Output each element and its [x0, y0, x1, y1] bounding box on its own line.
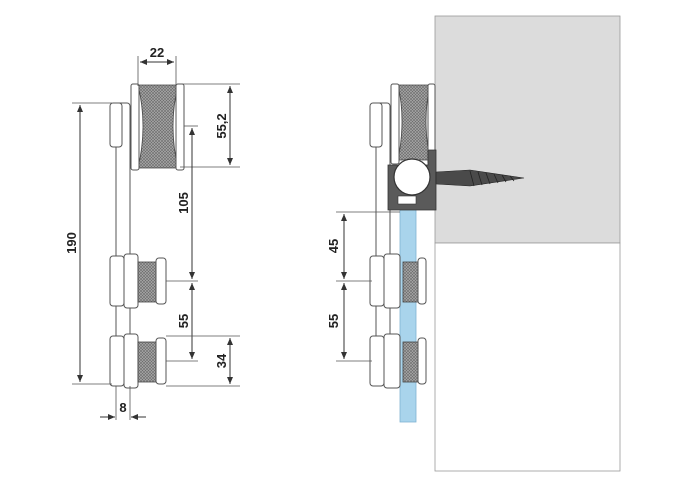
rail-tube — [393, 158, 431, 196]
left-view: 22 55,2 190 105 55 — [64, 45, 240, 420]
dim-spacing-upper: 105 — [166, 125, 198, 282]
dim-label-55-right: 55 — [326, 314, 341, 328]
dim-total-height: 190 — [64, 102, 112, 385]
dim-spacing-lower: 55 — [166, 283, 198, 362]
top-wheel — [130, 83, 185, 171]
wall-anchor — [435, 169, 525, 187]
dim-label-22: 22 — [150, 45, 164, 60]
dim-label-55: 55 — [176, 314, 191, 328]
middle-roller — [109, 253, 167, 309]
dim-label-55-2: 55,2 — [214, 113, 229, 138]
dim-height-wheel: 55,2 — [180, 83, 240, 168]
dim-offset-upper: 45 — [326, 211, 400, 282]
rail-profile — [387, 149, 437, 211]
glass-panel — [399, 207, 417, 423]
dim-plate-thickness: 8 — [100, 386, 146, 420]
top-plate-boss — [109, 102, 123, 148]
bottom-roller — [109, 333, 167, 389]
dim-label-105: 105 — [176, 192, 191, 214]
dim-label-190: 190 — [64, 232, 79, 254]
dim-label-45: 45 — [326, 239, 341, 253]
dim-width-top: 22 — [137, 45, 177, 86]
dim-label-34: 34 — [214, 353, 229, 368]
top-plate-boss-right — [369, 102, 383, 148]
right-view: 45 55 — [326, 15, 621, 472]
wall — [434, 15, 621, 244]
dim-bottom-roller: 34 — [166, 335, 240, 387]
bottom-roller-right — [369, 333, 427, 389]
wall-lower-panel — [434, 242, 621, 472]
dim-label-8: 8 — [119, 400, 126, 415]
middle-roller-right — [369, 253, 427, 309]
dim-spacing-lower-right: 55 — [326, 283, 372, 362]
